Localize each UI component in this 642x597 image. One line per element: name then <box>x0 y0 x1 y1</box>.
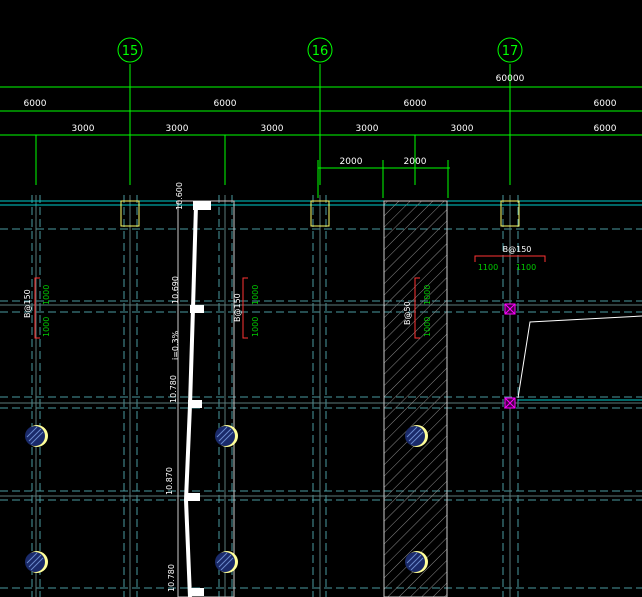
dim-row2-4: 3000 <box>356 124 379 134</box>
pile-hatching <box>26 426 424 571</box>
axis-bubble-17: 17 <box>497 37 523 63</box>
dim-row2-1: 3000 <box>72 124 95 134</box>
elev-label-5: 10.780 <box>167 564 176 592</box>
piles <box>25 425 428 573</box>
grid-lines-solid <box>0 195 642 597</box>
sloped-beam <box>177 200 235 597</box>
rebar-bracket-right <box>474 255 546 262</box>
dim-row1-4: 6000 <box>594 99 617 109</box>
rebar-bracket-mid <box>242 277 248 339</box>
rebar-label-mid: B@150 <box>233 293 242 322</box>
svg-text:16: 16 <box>312 44 329 59</box>
dim-row2-5: 3000 <box>451 124 474 134</box>
elev-label-2: 10.690 <box>171 276 180 304</box>
pile-1 <box>25 425 48 447</box>
dim-row3-1: 2000 <box>340 157 363 167</box>
svg-text:17: 17 <box>502 44 519 59</box>
axis-bubble-16: 16 <box>307 37 333 63</box>
rebar-dim-left-b: 1000 <box>42 317 51 337</box>
elev-label-3: 10.780 <box>169 375 178 403</box>
rebar-dim-strip-a: 1000 <box>423 285 432 305</box>
rebar-dim-mid-b: 1000 <box>251 317 260 337</box>
dim-row1-2: 6000 <box>214 99 237 109</box>
pile-2 <box>215 425 238 447</box>
axis-bubble-15: 15 <box>117 37 143 63</box>
dim-total: 60000 <box>496 74 525 84</box>
rebar-label-left: B@150 <box>23 289 32 318</box>
rebar-label-strip: B@50 <box>403 301 412 325</box>
rebar-bracket-left <box>34 277 40 339</box>
opening-outline <box>517 315 642 399</box>
elev-label-4: 10.870 <box>165 467 174 495</box>
grid-lines-horizontal <box>0 228 642 589</box>
dim-row2-2: 3000 <box>166 124 189 134</box>
rebar-dim-right-b: 1100 <box>516 263 536 272</box>
section-markers <box>504 303 516 409</box>
dim-row2-6: 6000 <box>594 124 617 134</box>
pile-6 <box>405 551 428 573</box>
pile-3 <box>405 425 428 447</box>
rebar-dim-mid-a: 1000 <box>251 285 260 305</box>
dimension-lines <box>0 64 642 198</box>
rebar-label-right: B@150 <box>503 245 532 254</box>
dim-row2-3: 3000 <box>261 124 284 134</box>
hatched-strip <box>383 200 448 597</box>
pile-5 <box>215 551 238 573</box>
elev-label-1: 10.600 <box>175 182 184 210</box>
dim-row1-1: 6000 <box>24 99 47 109</box>
rebar-bracket-strip <box>414 277 420 339</box>
pile-4 <box>25 551 48 573</box>
dim-row3-2: 2000 <box>404 157 427 167</box>
rebar-dim-left-a: 1000 <box>42 285 51 305</box>
slope-label: i=0.3% <box>171 330 180 360</box>
grid-lines-vertical <box>31 195 519 597</box>
rebar-dim-right-a: 1100 <box>478 263 498 272</box>
dim-row1-3: 6000 <box>404 99 427 109</box>
rebar-dim-strip-b: 1000 <box>423 317 432 337</box>
columns <box>120 200 520 227</box>
svg-text:15: 15 <box>122 44 139 59</box>
